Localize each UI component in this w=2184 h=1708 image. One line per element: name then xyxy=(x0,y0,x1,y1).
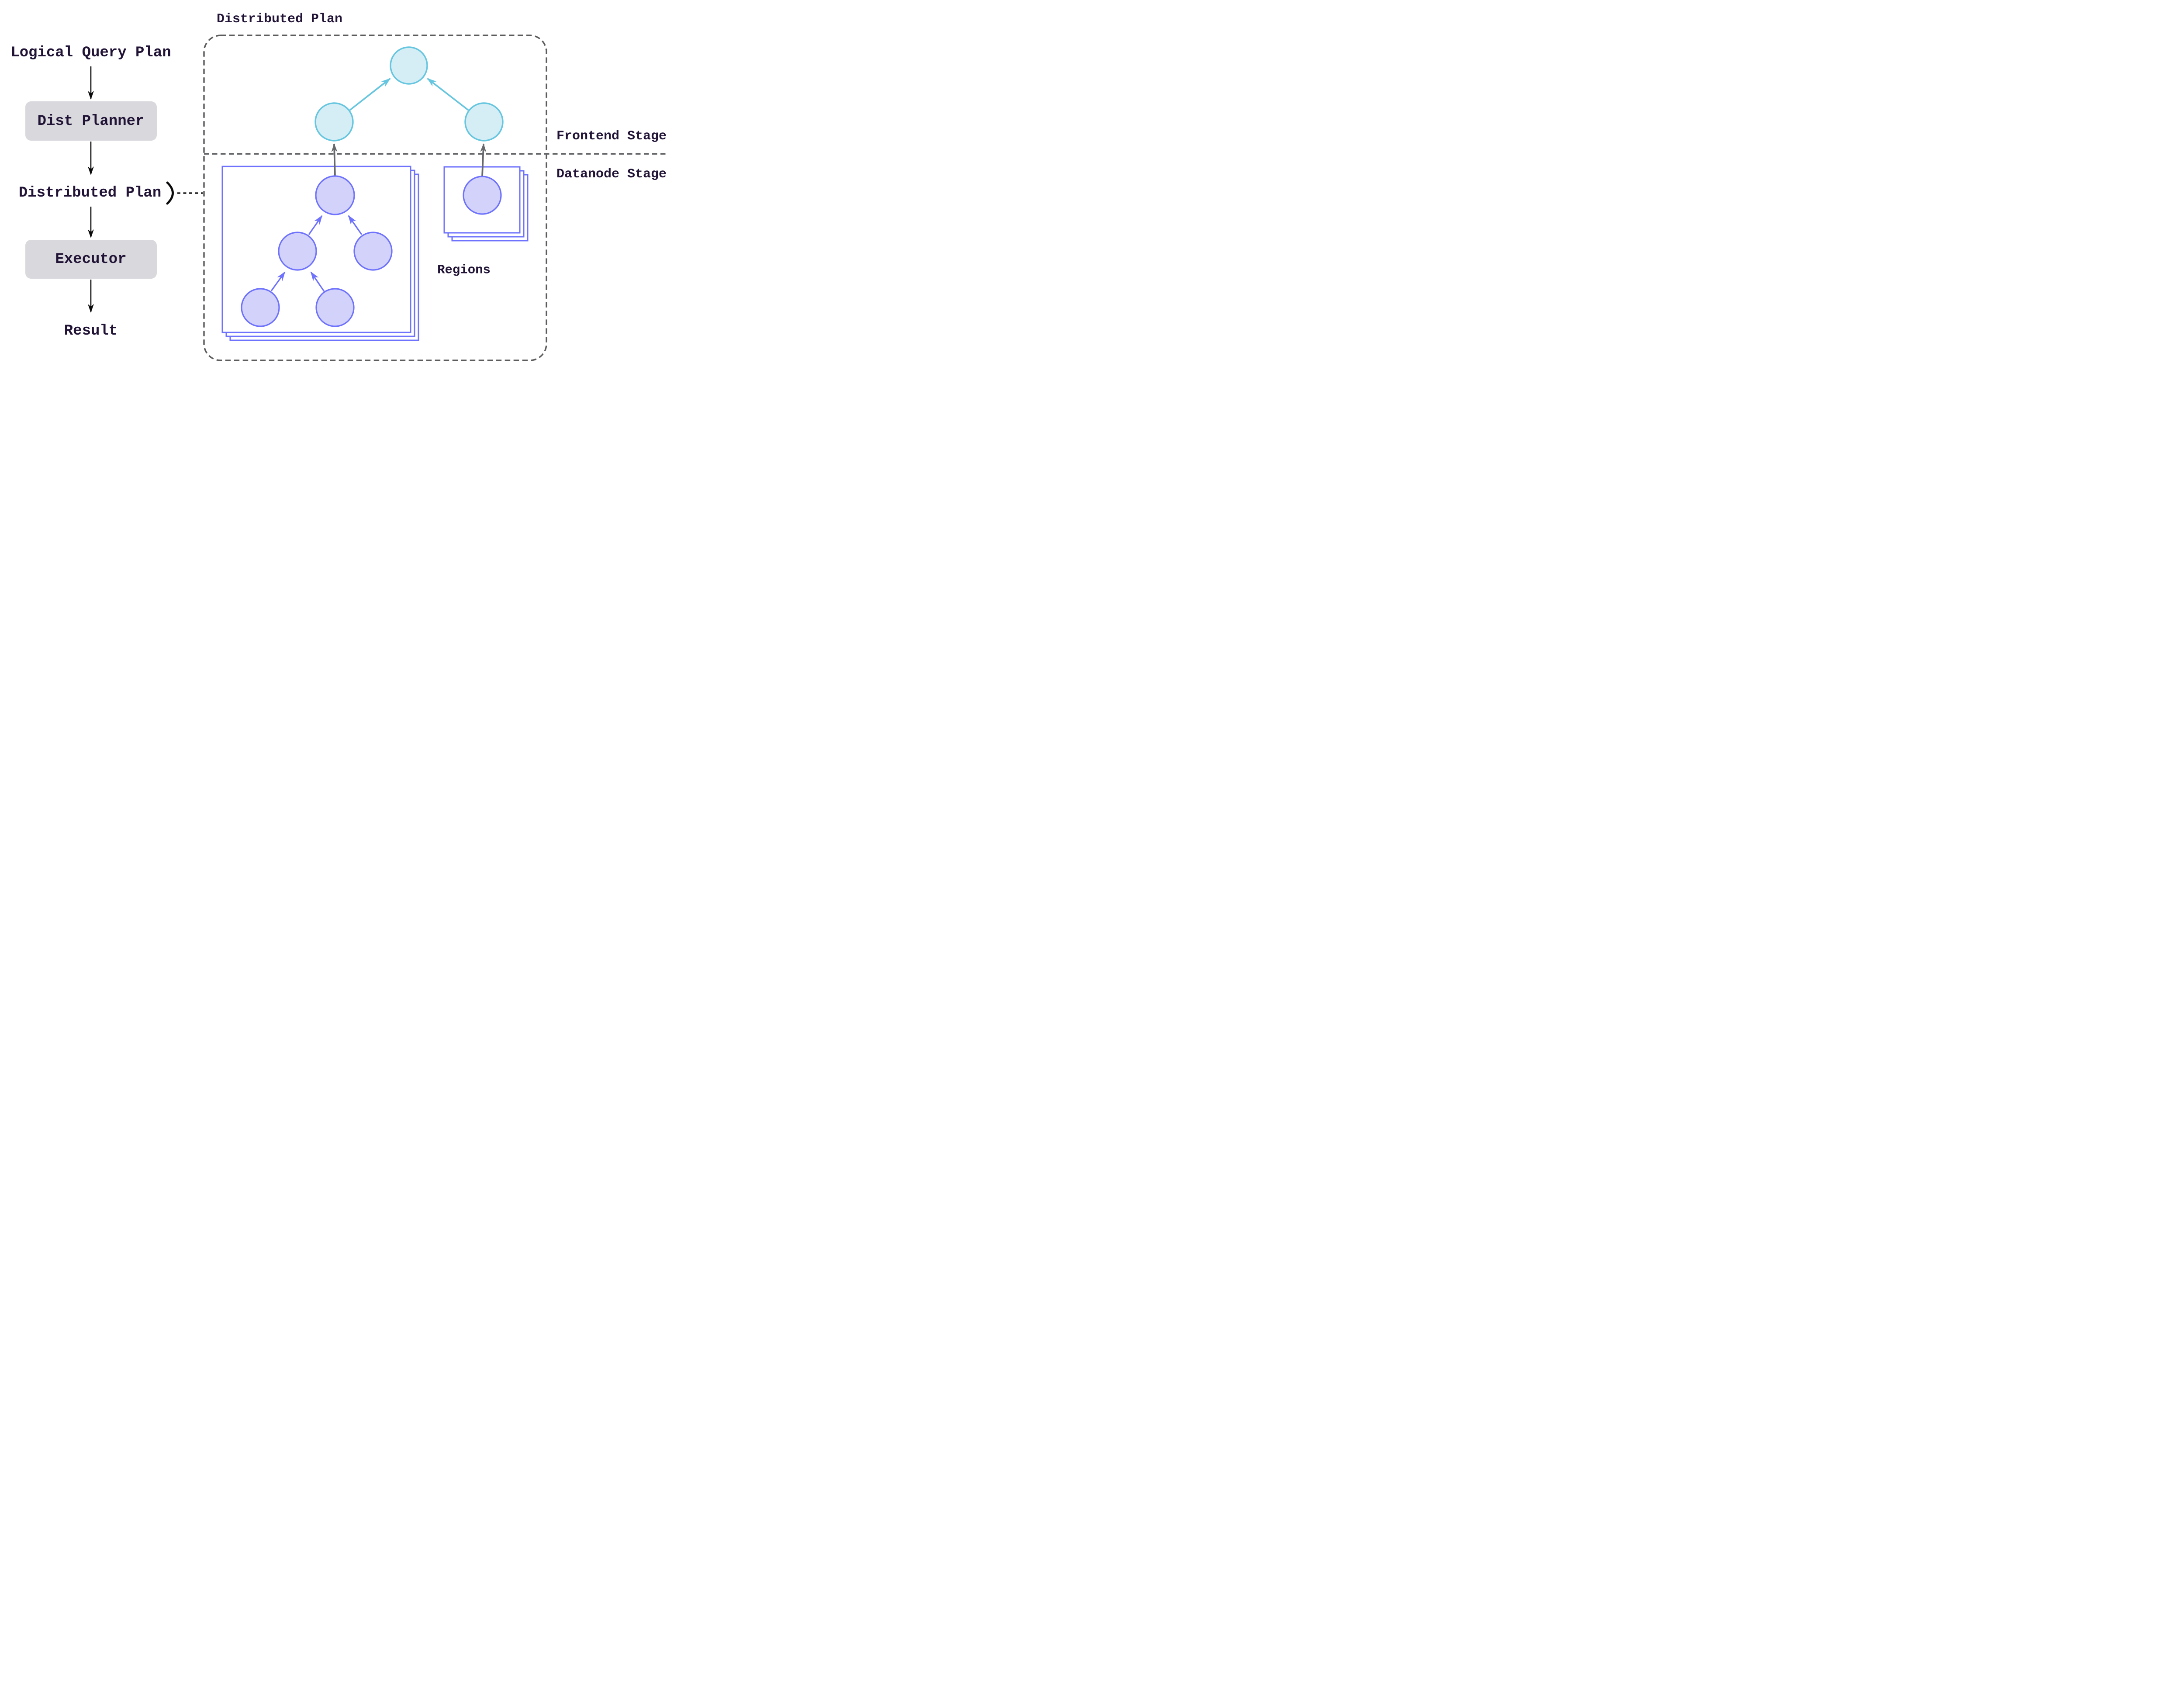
edge-leafL-midL xyxy=(270,271,286,291)
gray-arrow-left xyxy=(331,143,338,177)
edge-midR-root xyxy=(348,215,363,235)
frontend-edge-right xyxy=(427,78,469,111)
distributed-plan-flow-label: Distributed Plan xyxy=(19,185,161,201)
frontend-tree xyxy=(314,46,504,142)
logical-query-plan-label: Logical Query Plan xyxy=(10,45,171,61)
regions-label: Regions xyxy=(437,263,491,277)
datanode-stage-label: Datanode Stage xyxy=(556,167,667,182)
frontend-right-node xyxy=(464,102,504,142)
left-flow: Logical Query Plan Dist Planner Distribu… xyxy=(10,45,203,339)
executor-label: Executor xyxy=(55,251,126,268)
gray-arrow-right xyxy=(480,143,487,177)
edge-leafR-midL xyxy=(310,271,325,292)
dist-planner-box xyxy=(25,101,157,141)
datanode-leaf-right-node xyxy=(315,288,355,327)
panel-dashed-border xyxy=(203,35,547,361)
datanode-right-tree xyxy=(463,176,502,215)
panel-title: Distributed Plan xyxy=(217,12,342,27)
diagram-canvas: Logical Query Plan Dist Planner Distribu… xyxy=(0,0,675,362)
edge-midL-root xyxy=(308,215,323,235)
datanode-left-tree xyxy=(241,175,393,327)
frontend-edge-left xyxy=(349,78,391,111)
datanode-leaf-left-node xyxy=(241,288,280,327)
brace-connector xyxy=(166,181,174,205)
distributed-plan-panel: Distributed Plan Frontend Stage Datanode… xyxy=(203,12,669,361)
frontend-stage-label: Frontend Stage xyxy=(556,129,667,144)
stage-crossing-arrows xyxy=(331,143,487,177)
datanode-mid-left-node xyxy=(278,232,317,271)
datanode-single-node xyxy=(463,176,502,215)
frontend-root-node xyxy=(390,46,428,85)
distributed-plan-diagram: Logical Query Plan Dist Planner Distribu… xyxy=(10,12,669,361)
result-label: Result xyxy=(64,323,117,339)
datanode-root-node xyxy=(315,175,355,215)
executor-box xyxy=(25,240,157,279)
dist-planner-label: Dist Planner xyxy=(38,113,145,130)
datanode-mid-right-node xyxy=(353,232,393,271)
frontend-left-node xyxy=(314,102,354,142)
